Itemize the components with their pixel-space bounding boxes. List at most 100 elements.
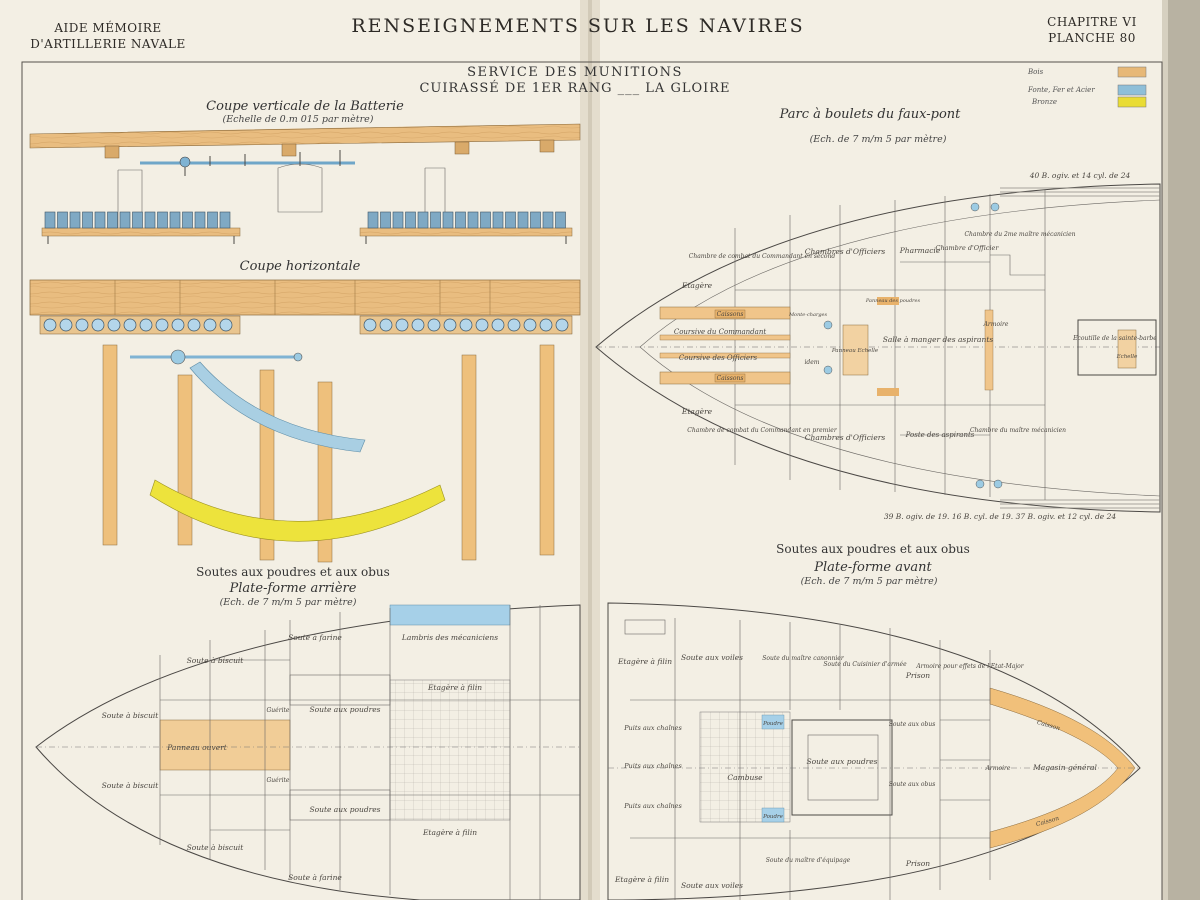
- soutes-avant-plan: Soutes aux poudres et aux obus Plate-for…: [607, 542, 1141, 900]
- shot-ring: [475, 318, 489, 332]
- canister: [219, 211, 231, 229]
- canister: [505, 211, 516, 229]
- horizontal-section-title: Coupe horizontale: [240, 259, 361, 274]
- arriere-guerite-2: Guérite: [267, 777, 290, 784]
- canister: [169, 211, 181, 229]
- avant-soute-obus-1: Soute aux obus: [889, 721, 936, 728]
- arriere-soute-farine-1: Soute à farine: [288, 633, 342, 642]
- canister: [405, 211, 416, 229]
- avant-soute-obus-2: Soute aux obus: [889, 781, 936, 788]
- shot-ring: [507, 318, 521, 332]
- projectile-canisters: [44, 211, 566, 229]
- canister: [530, 211, 541, 229]
- canister: [367, 211, 379, 229]
- header-chapter: CHAPITRE VI: [1047, 15, 1137, 29]
- avant-prison-1: Prison: [905, 671, 930, 680]
- arriere-soute-biscuit-1: Soute à biscuit: [102, 711, 160, 720]
- parc-note-bottom: 39 B. ogiv. de 19. 16 B. cyl. de 19. 37 …: [884, 512, 1117, 521]
- legend-swatch-wood: [1117, 66, 1147, 78]
- shot-ring: [555, 318, 569, 332]
- shot-ring: [459, 318, 473, 332]
- avant-prison-2: Prison: [905, 859, 930, 868]
- canister: [82, 211, 93, 229]
- avant-cambuse: Cambuse: [727, 773, 763, 782]
- canister: [467, 211, 479, 229]
- arriere-etagere-1: Etagère à filin: [427, 683, 482, 692]
- canister: [442, 211, 454, 229]
- canister: [480, 211, 491, 229]
- parc-etagere-top: Etagère: [681, 281, 713, 290]
- shot-ring: [443, 318, 457, 332]
- arriere-guerite-1: Guérite: [267, 707, 290, 714]
- shot-ring: [187, 318, 201, 332]
- parc-chambres-officiers-bottom: Chambres d'Officiers: [805, 433, 886, 442]
- canister: [455, 211, 466, 229]
- page-title: RENSEIGNEMENTS SUR LES NAVIRES: [351, 15, 804, 37]
- avant-poudre-1: Poudre: [762, 721, 783, 727]
- avant-etagere-1: Etagère à filin: [617, 657, 672, 666]
- shot-ring: [411, 318, 425, 332]
- canister: [107, 211, 118, 229]
- parc-monte-charges: Monte-charges: [788, 312, 828, 318]
- shot-ring: [539, 318, 553, 332]
- avant-soute-poudres: Soute aux poudres: [806, 757, 877, 766]
- canister: [194, 211, 206, 229]
- parc-etagere-bottom: Etagère: [681, 407, 713, 416]
- avant-etagere-2: Etagère à filin: [614, 875, 669, 884]
- shot-ring: [523, 318, 537, 332]
- shot-ring: [139, 318, 153, 332]
- avant-soute-equipage: Soute du maître d'équipage: [766, 857, 851, 864]
- faux-pont-hull: [595, 183, 1161, 513]
- canister: [119, 211, 131, 229]
- shot-ring: [43, 318, 57, 332]
- page-edge: [1165, 0, 1200, 900]
- plate-frame: [21, 61, 1163, 900]
- parc-chambre-second: Chambre de combat du Commandant en secon…: [689, 253, 836, 260]
- canister: [417, 211, 429, 229]
- shot-ring: [123, 318, 137, 332]
- avant-soute-voiles-1: Soute aux voiles: [681, 653, 743, 662]
- parc-caissons-bottom: Caissons: [717, 375, 744, 382]
- canister: [207, 211, 218, 229]
- battery-plan: [102, 344, 555, 563]
- canister: [132, 211, 143, 229]
- parc-chambre-officier: Chambre d'Officier: [935, 244, 999, 252]
- shot-ring: [107, 318, 121, 332]
- parc-a-boulets-plan: Parc à boulets du faux-pont (Ech. de 7 m…: [595, 107, 1161, 521]
- avant-subtitle: Plate-forme avant: [813, 560, 932, 575]
- avant-armoire-officier: Armoire pour effets de l'Etat-Major: [915, 663, 1024, 670]
- parc-note-top: 40 B. ogiv. et 14 cyl. de 24: [1029, 171, 1131, 180]
- parc-armoire: Armoire: [983, 321, 1009, 328]
- canister: [182, 211, 193, 229]
- avant-title: Soutes aux poudres et aux obus: [776, 542, 970, 556]
- parc-ecoutille: Ecoutille de la sainte-barbe: [1072, 335, 1157, 342]
- canister: [542, 211, 554, 229]
- parc-panneau-poudres: Panneau des poudres: [865, 298, 921, 304]
- arriere-soute-biscuit-2: Soute à biscuit: [102, 781, 160, 790]
- avant-puits-1: Puits aux chaînes: [623, 724, 682, 732]
- battery-scale: (Echelle de 0.m 015 par mètre): [222, 114, 373, 125]
- avant-soute-maitre: Soute du maître canonnier: [762, 655, 845, 662]
- shot-ring: [491, 318, 505, 332]
- avant-scale: (Ech. de 7 m/m 5 par mètre): [801, 576, 938, 587]
- legend-swatch-bronze: [1117, 96, 1147, 108]
- canister: [157, 211, 168, 229]
- arriere-soute-biscuit-3: Soute à biscuit: [187, 656, 245, 665]
- header-left-line1: AIDE MÉMOIRE: [53, 20, 161, 35]
- legend-label-bronze: Bronze: [1031, 98, 1057, 106]
- canister: [94, 211, 106, 229]
- parc-chambre-premier: Chambre de combat du Commandant en premi…: [687, 427, 838, 434]
- parc-chambre-maitre: Chambre du maître mécanicien: [970, 427, 1066, 434]
- legend-swatch-iron: [1117, 84, 1147, 96]
- arriere-etagere-2: Etagère à filin: [422, 828, 477, 837]
- parc-idem: idem: [805, 359, 820, 366]
- shot-ring: [379, 318, 393, 332]
- arriere-lambris: Lambris des mécaniciens: [401, 633, 498, 642]
- avant-hull: [607, 602, 1141, 900]
- horizontal-beam: [29, 279, 581, 316]
- arriere-soute-biscuit-4: Soute à biscuit: [187, 843, 245, 852]
- bronze-arc-rail: [149, 479, 446, 542]
- canister: [57, 211, 68, 229]
